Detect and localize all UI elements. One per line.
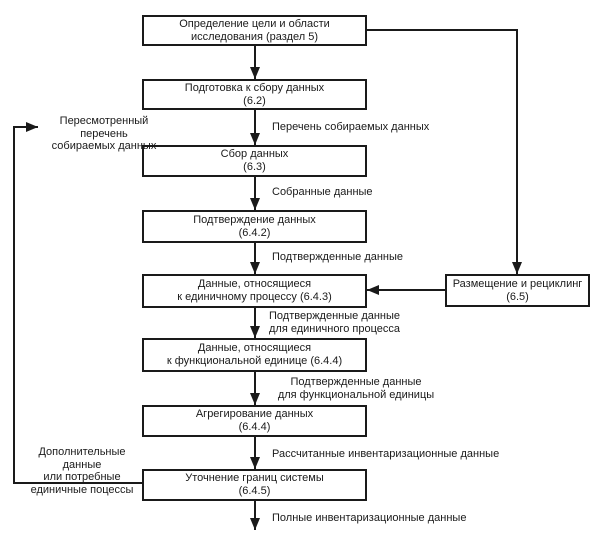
- edge-label-validated-data-unit-process: Подтвержденные данные для единичного про…: [269, 310, 401, 335]
- arrow-refine-feedback-loop: [13, 122, 142, 484]
- box-unit-process-data: Данные, относящиеся к единичному процесс…: [142, 274, 367, 308]
- edge-label-collected-list: Перечень собираемых данных: [272, 121, 430, 133]
- arrow-goal-to-recycling: [367, 29, 522, 274]
- box-goal-definition: Определение цели и области исследования …: [142, 15, 367, 46]
- edge-label-complete-inventory-data: Полные инвентаризационные данные: [272, 512, 467, 524]
- box-data-collection: Сбор данных (6.3): [142, 145, 367, 177]
- edge-label-collected-data: Собранные данные: [272, 186, 373, 198]
- box-system-boundary-refinement: Уточнение границ системы (6.4.5): [142, 469, 367, 501]
- edge-label-validated-data: Подтвержденные данные: [272, 251, 404, 263]
- edge-label-validated-data-functional-unit: Подтвержденные данные для функциональной…: [277, 376, 435, 401]
- box-allocation-recycling: Размещение и рециклинг (6.5): [445, 274, 590, 307]
- box-data-aggregation: Агрегирование данных (6.4.4): [142, 405, 367, 437]
- box-data-validation: Подтверждение данных (6.4.2): [142, 210, 367, 243]
- box-functional-unit-data: Данные, относящиеся к функциональной еди…: [142, 338, 367, 372]
- edge-label-calculated-inventory-data: Рассчитанные инвентаризационные данные: [272, 448, 500, 460]
- edge-label-additional-data-needed: Дополнительные данные или потребные един…: [30, 446, 134, 496]
- box-data-collection-prep: Подготовка к сбору данных (6.2): [142, 79, 367, 110]
- edge-label-revised-collection-list: Пересмотренный перечень собираемых данны…: [51, 115, 157, 152]
